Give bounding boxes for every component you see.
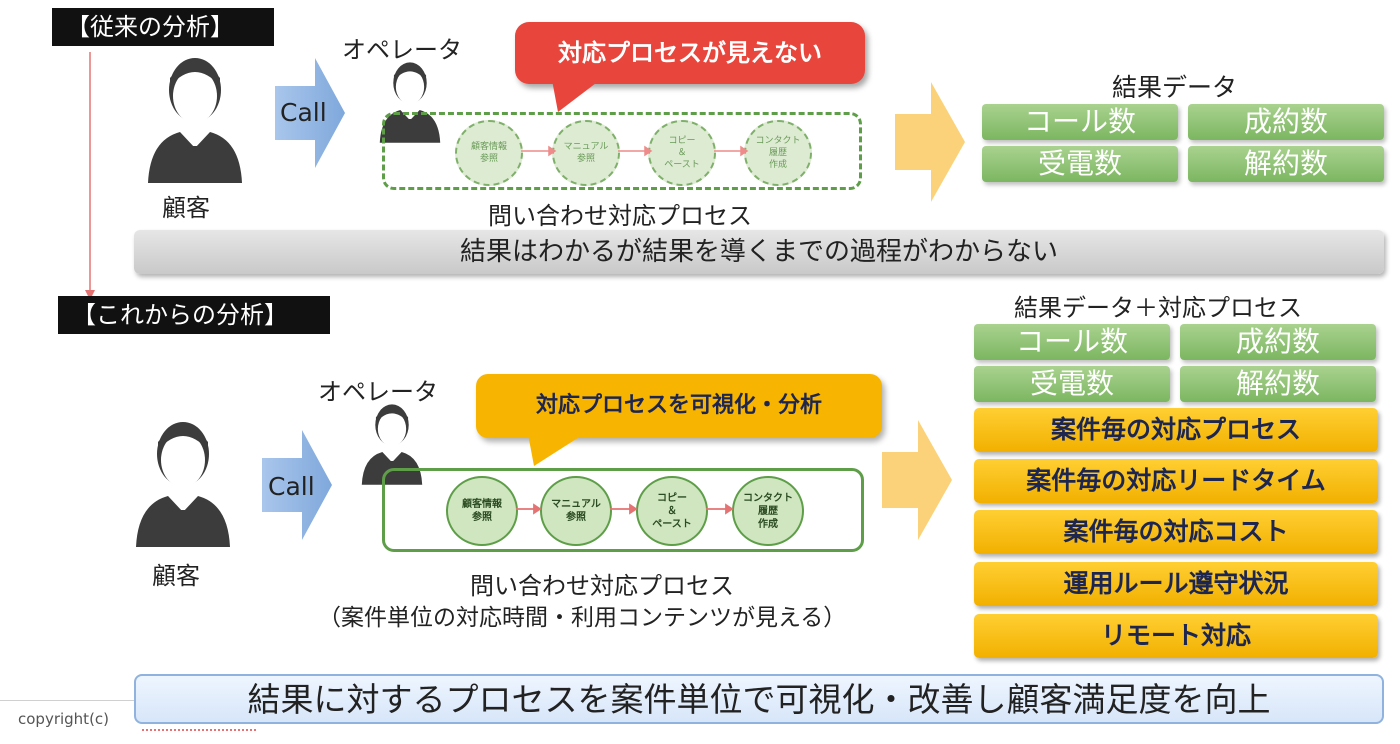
customer-icon bbox=[136, 422, 230, 547]
analysis-item: 案件毎の対応コスト bbox=[974, 510, 1378, 554]
customer-label: 顧客 bbox=[162, 194, 210, 222]
process-step: 顧客情報 参照 bbox=[455, 120, 523, 186]
analysis-item: 案件毎の対応リードタイム bbox=[974, 459, 1378, 503]
process-step: コンタクト 履歴 作成 bbox=[744, 120, 812, 186]
process-step: 顧客情報 参照 bbox=[446, 476, 518, 546]
section-label-current: 【従来の分析】 bbox=[52, 8, 274, 46]
call-arrow-icon bbox=[262, 430, 332, 540]
callout-visualize: 対応プロセスを可視化・分析 bbox=[476, 374, 882, 438]
result-arrow-icon bbox=[882, 420, 952, 540]
callout-process-invisible: 対応プロセスが見えない bbox=[515, 22, 865, 84]
operator-label: オペレータ bbox=[342, 36, 462, 64]
process-step: マニュアル 参照 bbox=[540, 476, 612, 546]
timeline-connector bbox=[85, 52, 95, 300]
section-label-future: 【これからの分析】 bbox=[58, 296, 330, 334]
process-caption: 問い合わせ対応プロセス bbox=[488, 202, 752, 230]
customer-label: 顧客 bbox=[152, 562, 200, 590]
operator-label: オペレータ bbox=[318, 378, 438, 406]
conclusion-band: 結果はわかるが結果を導くまでの過程がわからない bbox=[134, 230, 1384, 274]
call-label: Call bbox=[268, 472, 315, 501]
result-box: コール数 bbox=[974, 324, 1170, 360]
process-arrows bbox=[521, 145, 749, 157]
process-step: コピー ＆ ペースト bbox=[648, 120, 716, 186]
process-caption: 問い合わせ対応プロセス bbox=[470, 572, 734, 600]
result-box: 解約数 bbox=[1188, 146, 1384, 182]
callout-pointer bbox=[528, 434, 584, 466]
analysis-item: 運用ルール遵守状況 bbox=[974, 562, 1378, 606]
copyright-text: copyright(c) bbox=[18, 710, 110, 728]
summary-band: 結果に対するプロセスを案件単位で可視化・改善し顧客満足度を向上 bbox=[134, 674, 1384, 724]
result-box: 成約数 bbox=[1188, 104, 1384, 140]
result-title: 結果データ＋対応プロセス bbox=[1014, 294, 1302, 322]
process-arrows bbox=[516, 503, 734, 515]
result-title: 結果データ bbox=[1112, 73, 1238, 102]
result-box: 受電数 bbox=[974, 366, 1170, 402]
customer-icon bbox=[148, 58, 242, 183]
analysis-item: リモート対応 bbox=[974, 614, 1378, 658]
call-arrow-icon bbox=[275, 58, 345, 168]
copyright-underline bbox=[142, 726, 256, 731]
result-arrow-icon bbox=[895, 82, 965, 202]
process-step: コンタクト 履歴 作成 bbox=[732, 476, 804, 546]
result-box: 成約数 bbox=[1180, 324, 1376, 360]
result-box: 受電数 bbox=[982, 146, 1178, 182]
call-label: Call bbox=[280, 98, 327, 127]
footer-rule bbox=[0, 700, 140, 701]
analysis-item: 案件毎の対応プロセス bbox=[974, 408, 1378, 452]
process-step: コピー ＆ ペースト bbox=[636, 476, 708, 546]
process-box-dashed bbox=[382, 112, 862, 190]
result-box: コール数 bbox=[982, 104, 1178, 140]
process-box-solid bbox=[382, 468, 864, 552]
operator-icon bbox=[379, 62, 441, 143]
process-caption-detail: （案件単位の対応時間・利用コンテンツが見える） bbox=[318, 605, 847, 631]
result-box: 解約数 bbox=[1180, 366, 1376, 402]
callout-pointer bbox=[552, 80, 600, 112]
